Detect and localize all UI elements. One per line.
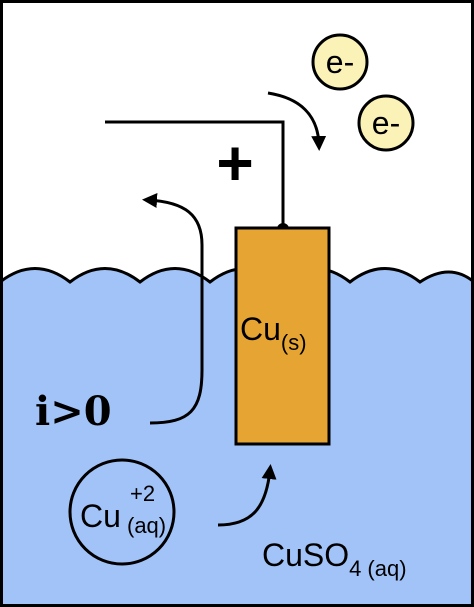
electron-flow-arrow — [267, 91, 327, 151]
copper-ion-circle — [68, 458, 176, 566]
electrode-label: Cu(s) — [240, 311, 307, 355]
copper-ion-symbol: Cu — [80, 498, 121, 534]
electron-2-circle — [357, 94, 415, 152]
wire — [105, 120, 285, 228]
current-arrow — [142, 192, 204, 425]
current-label: i>0 — [35, 388, 112, 435]
positive-terminal-sign: + — [216, 127, 253, 199]
solution-label: CuSO4(aq) — [262, 537, 407, 581]
electron-1-circle — [311, 33, 369, 91]
ion-deposition-arrow — [217, 464, 277, 527]
copper-ion-state: (aq) — [127, 513, 166, 538]
electron-2-label: e- — [372, 105, 400, 141]
electron-1-label: e- — [326, 44, 354, 80]
copper-ion-charge: +2 — [130, 481, 155, 506]
copper-electrode — [234, 226, 331, 446]
